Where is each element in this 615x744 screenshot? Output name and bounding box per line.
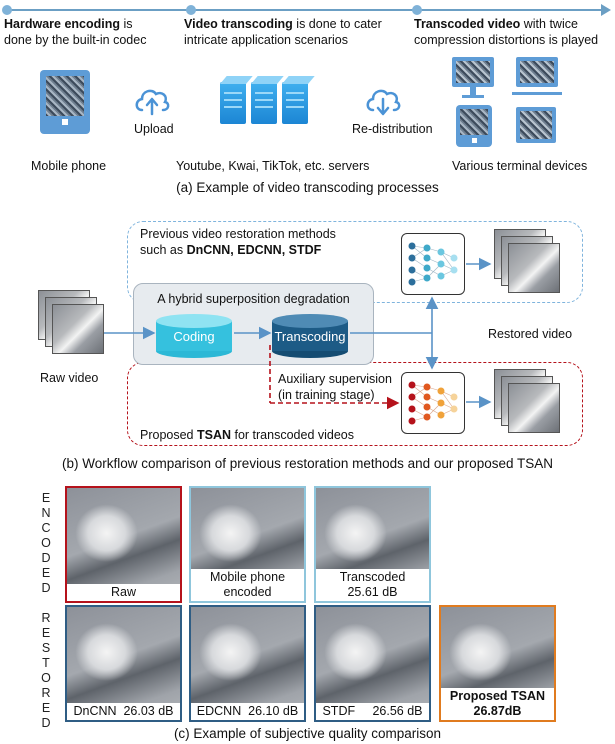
raw-patch-label: Raw [67,584,180,601]
caption-c: (c) Example of subjective quality compar… [173,726,442,741]
stage-text-transcoding-line2: intricate application scenarios [184,33,348,47]
upload-cloud-icon [135,89,170,116]
row-label-letter: D [41,551,51,565]
stdf-patch-label: STDF 26.56 dB [316,703,429,720]
monitor-base [462,95,484,98]
terminal-devices-label: Various terminal devices [452,159,588,173]
server-icon [220,76,253,124]
restored-frame [508,243,560,293]
coding-cylinder: Coding [156,314,232,358]
stage-text-encoding-line2: done by the built-in codec [4,33,147,47]
mobile-phone-icon [40,70,90,134]
transcoding-label: Transcoding [274,329,346,344]
restored-video-label: Restored video [488,327,573,341]
download-cloud-icon [366,89,401,116]
row-label-letter: N [41,506,51,520]
tablet-icon [456,105,492,147]
row-label-letter: O [41,671,51,685]
row-label-letter: E [41,626,51,640]
stage-text-playback-line2: compression distortions is played [414,33,599,47]
previous-network-icon [408,242,458,286]
previous-methods-line1: Previous video restoration methods [140,227,336,241]
server-icon [282,76,315,124]
caption-b: (b) Workflow comparison of previous rest… [62,456,553,471]
redistribution-label: Re-distribution [352,122,433,136]
row-label-letter: R [41,611,51,625]
row-label-letter: O [41,536,51,550]
stdf-patch: STDF 26.56 dB [314,605,431,722]
proposed-method-label: Proposed TSAN for transcoded videos [140,428,355,442]
hybrid-degradation-title: A hybrid superposition degradation [157,292,350,306]
tablet-landscape-icon [516,107,556,143]
laptop-base [512,92,562,95]
server-icon [251,76,284,124]
coding-label: Coding [173,329,215,344]
monitor-icon [452,57,494,87]
timeline-dot [186,5,196,15]
row-label-letter: E [41,701,51,715]
row-label-letter: R [41,686,51,700]
laptop-icon [516,57,558,87]
caption-a: (a) Example of video transcoding process… [176,180,439,195]
aux-supervision-line1: Auxiliary supervision [278,372,392,386]
previous-methods-line2: such as DnCNN, EDCNN, STDF [140,243,322,257]
raw-frame [52,304,104,354]
timeline-dot [412,5,422,15]
row-label-letter: C [41,521,51,535]
servers-label: Youtube, Kwai, TikTok, etc. servers [176,159,370,173]
proposed-network-box [401,372,465,434]
row-label-letter: T [42,656,50,670]
row-label-letter: E [41,491,51,505]
timeline-line [8,9,605,11]
row-label-letter: D [41,716,51,730]
timeline-arrowhead [601,4,611,16]
row-label-letter: D [41,581,51,595]
row-label-letter: E [41,566,51,580]
stage-text-playback: Transcoded video with twice [414,17,578,31]
edcnn-patch: EDCNN 26.10 dB [189,605,306,722]
raw-patch: Raw [65,486,182,603]
edcnn-patch-label: EDCNN 26.10 dB [191,703,304,720]
restored-frame [508,383,560,433]
stage-text-transcoding: Video transcoding is done to cater [184,17,382,31]
aux-supervision-line2: (in training stage) [278,388,375,402]
monitor-stand [470,87,476,95]
proposed-network-icon [408,381,458,425]
previous-network-box [401,233,465,295]
timeline-dot [2,5,12,15]
mobile-phone-label: Mobile phone [31,159,107,173]
stage-text-encoding: Hardware encoding is [4,17,133,31]
transcoding-cylinder: Transcoding [272,314,348,358]
upload-label: Upload [134,122,174,136]
dncnn-patch: DnCNN 26.03 dB [65,605,182,722]
dncnn-patch-label: DnCNN 26.03 dB [67,703,180,720]
row-label-letter: S [41,641,51,655]
raw-video-label: Raw video [40,371,99,385]
